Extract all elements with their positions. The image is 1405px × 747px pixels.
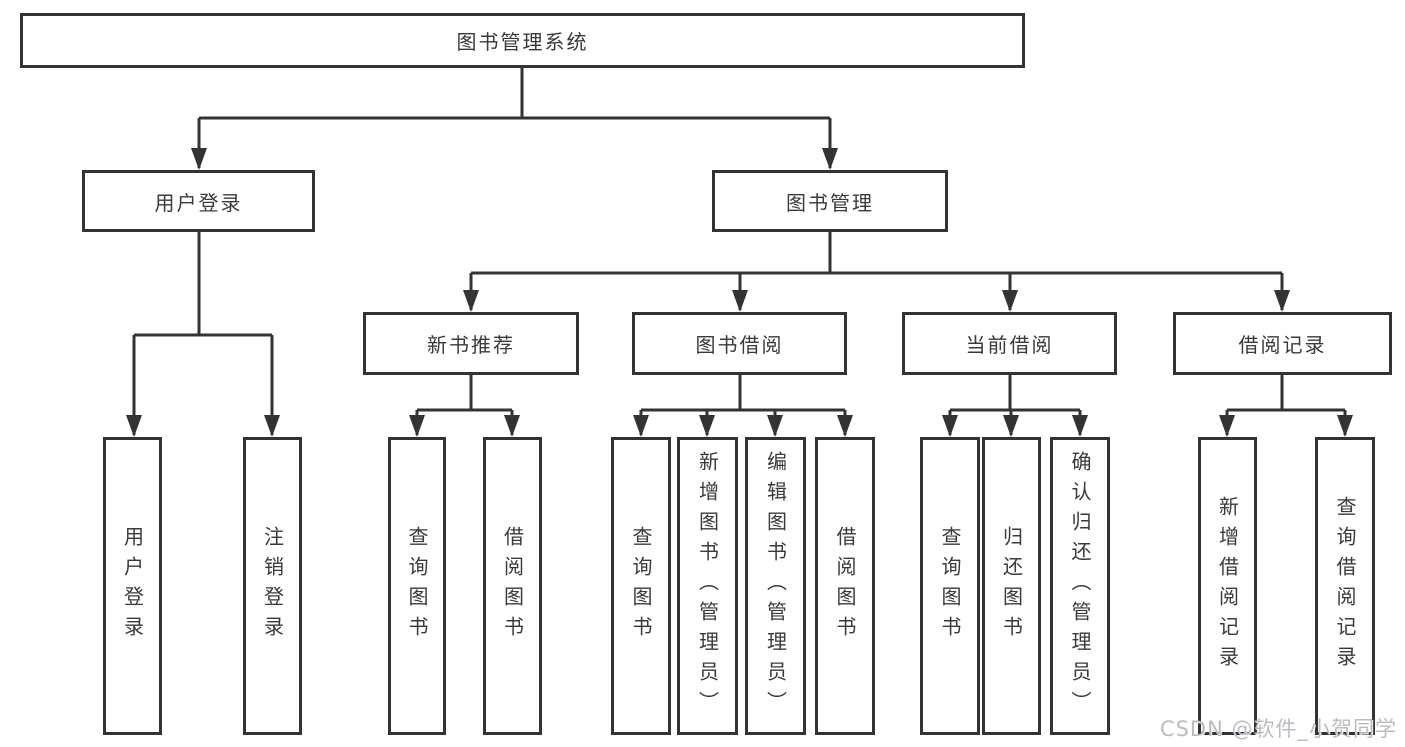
node-label: 当前借阅 [965,333,1054,357]
node-leaf-confirm-return-admin: 确认归还（管理员） [1050,437,1110,735]
node-leaf-query-borrow-record: 查询借阅记录 [1315,437,1375,735]
node-leaf-borrow-books-recommend: 借阅图书 [483,437,542,735]
node-label: 借阅图书 [833,526,857,646]
node-label: 新增图书（管理员） [695,451,720,721]
arrowhead-icons [126,148,1353,437]
node-label: 图书管理 [786,190,874,215]
node-leaf-user-login: 用户登录 [103,437,162,735]
node-leaf-logout: 注销登录 [243,437,302,735]
node-label: 查询图书 [405,526,429,646]
node-label: 用户登录 [154,190,243,215]
node-label: 确认归还（管理员） [1068,451,1092,721]
node-book-management-branch: 图书管理 [712,170,948,232]
node-label: 新增借阅记录 [1215,496,1240,676]
node-label: 注销登录 [260,526,285,646]
node-leaf-return-books: 归还图书 [982,437,1041,735]
node-leaf-query-books-current: 查询图书 [920,437,980,735]
connector-lines [132,68,1347,435]
node-label: 用户登录 [120,526,145,646]
node-label: 归还图书 [999,526,1024,646]
node-leaf-query-books-borrowing: 查询图书 [611,437,671,735]
node-book-borrowing: 图书借阅 [632,312,847,375]
node-label: 编辑图书（管理员） [763,451,788,721]
node-label: 图书管理系统 [456,30,589,54]
node-user-login-branch: 用户登录 [82,170,315,232]
node-label: 查询借阅记录 [1333,496,1357,676]
node-leaf-query-books-recommend: 查询图书 [388,437,446,735]
node-new-book-recommend: 新书推荐 [363,312,579,375]
csdn-watermark: CSDN @软件_小贺同学 [1159,717,1397,741]
node-label: 借阅图书 [500,526,525,646]
node-root-library-system: 图书管理系统 [20,13,1025,68]
node-label: 图书借阅 [695,333,784,357]
node-label: 查询图书 [938,526,962,646]
node-borrow-records: 借阅记录 [1173,312,1392,375]
node-label: 借阅记录 [1238,333,1327,357]
node-leaf-edit-books-admin: 编辑图书（管理员） [745,437,806,735]
node-leaf-borrow-books: 借阅图书 [815,437,875,735]
node-leaf-add-borrow-record: 新增借阅记录 [1198,437,1257,735]
node-leaf-add-books-admin: 新增图书（管理员） [677,437,738,735]
node-current-borrowing: 当前借阅 [902,312,1117,375]
node-label: 查询图书 [629,526,653,646]
node-label: 新书推荐 [427,333,515,357]
